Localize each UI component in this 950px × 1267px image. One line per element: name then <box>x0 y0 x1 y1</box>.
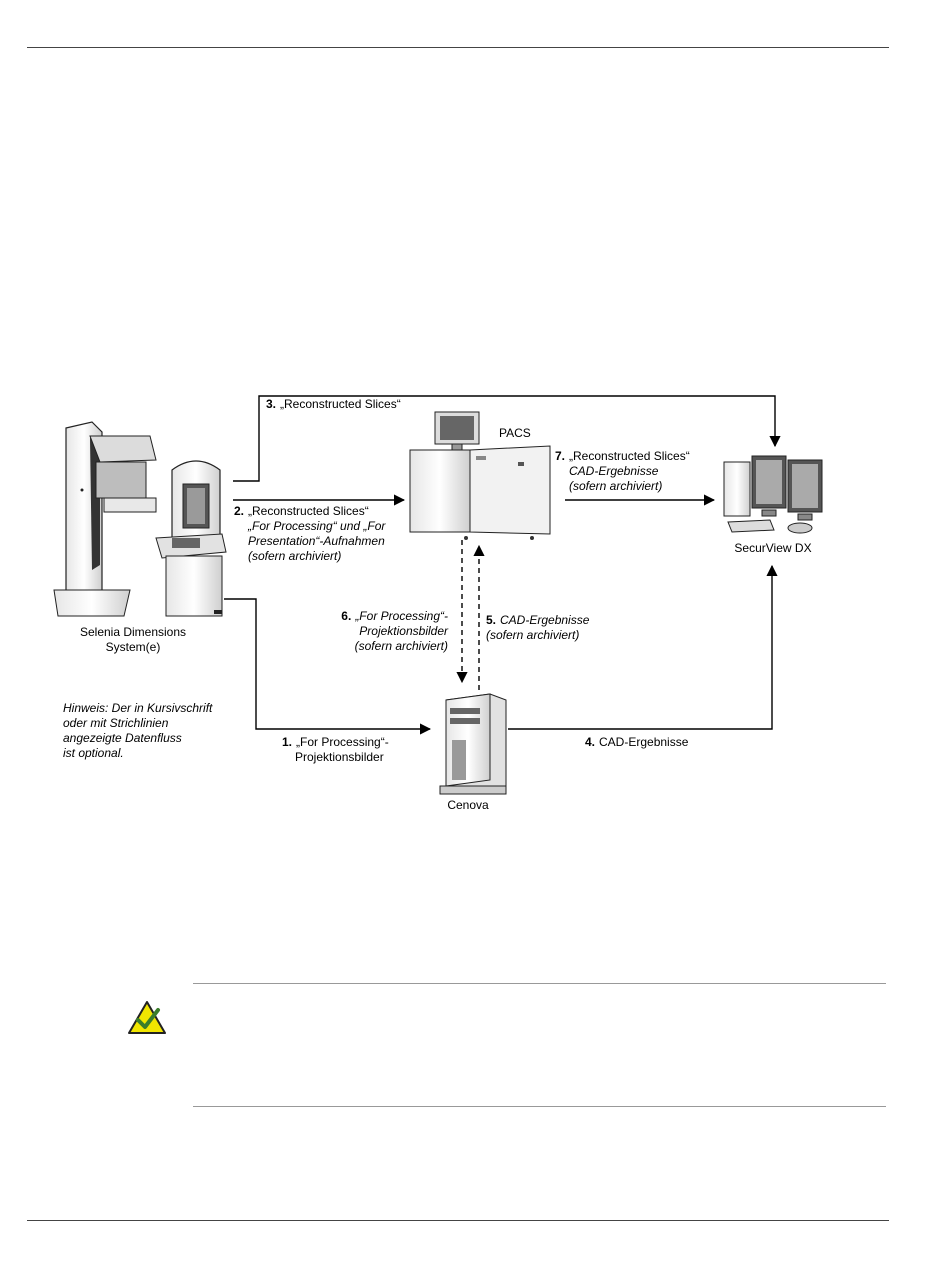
flow-4-num: 4. <box>585 735 595 749</box>
header-rule <box>27 47 889 48</box>
flow-6-line3: (sofern archiviert) <box>355 639 448 653</box>
hint-line4: ist optional. <box>63 746 124 760</box>
flow-2-line4: (sofern archiviert) <box>248 549 341 563</box>
hint-line2: oder mit Strichlinien <box>63 716 169 730</box>
flow-7-num: 7. <box>555 449 565 463</box>
pacs-label: PACS <box>499 426 531 440</box>
note-top-rule <box>193 983 886 984</box>
selenia-label-line1: Selenia Dimensions <box>80 625 186 639</box>
footer-rule <box>27 1220 889 1221</box>
flow-4-text: CAD-Ergebnisse <box>599 735 689 749</box>
pacs-server-icon <box>409 411 551 540</box>
flow-5-label: 5. CAD-Ergebnisse <box>486 613 590 627</box>
selenia-label-line2: System(e) <box>106 640 161 654</box>
flow-1-arrow <box>224 598 432 735</box>
hint-line3: angezeigte Datenfluss <box>63 731 182 745</box>
flow-1-num: 1. <box>282 735 292 749</box>
flow-2-line3: Presentation“-Aufnahmen <box>248 534 385 548</box>
flow-3-label: 3. „Reconstructed Slices“ <box>266 397 401 411</box>
selenia-dimensions-icon <box>53 421 157 617</box>
cenova-label: Cenova <box>447 798 489 812</box>
flow-6-line1: „For Processing“- <box>354 609 448 623</box>
acquisition-workstation-icon <box>155 460 227 617</box>
flow-7-label: 7. „Reconstructed Slices“ <box>555 449 690 463</box>
flow-1-line1: „For Processing“- <box>296 735 389 749</box>
flow-2-line1: „Reconstructed Slices“ <box>248 504 369 518</box>
data-flow-diagram: Selenia Dimensions System(e) PACS SecurV… <box>53 395 823 812</box>
flow-4-arrow <box>508 564 778 730</box>
securview-label: SecurView DX <box>734 541 811 555</box>
securview-workstation-icon <box>723 455 823 534</box>
flow-2-num: 2. <box>234 504 244 518</box>
flow-6-num: 6. <box>341 609 351 623</box>
flow-6-line2: Projektionsbilder <box>359 624 449 638</box>
cenova-server-icon <box>439 693 507 795</box>
flow-4-label: 4. CAD-Ergebnisse <box>585 735 689 749</box>
flow-3-arrow <box>233 395 781 482</box>
flow-3-num: 3. <box>266 397 276 411</box>
flow-2-line2: „For Processing“ und „For <box>247 519 386 533</box>
flow-1-label: 1. „For Processing“- <box>282 735 389 749</box>
hint-line1: Hinweis: Der in Kursivschrift <box>63 701 213 715</box>
flow-6-label: 6.„For Processing“- <box>341 609 448 623</box>
flow-5-line1: CAD-Ergebnisse <box>500 613 590 627</box>
flow-5-line2: (sofern archiviert) <box>486 628 579 642</box>
flow-5-num: 5. <box>486 613 496 627</box>
flow-7-line3: (sofern archiviert) <box>569 479 662 493</box>
flow-1-line2: Projektionsbilder <box>295 750 384 764</box>
flow-7-line2: CAD-Ergebnisse <box>569 464 659 478</box>
flow-7-line1: „Reconstructed Slices“ <box>569 449 690 463</box>
flow-3-text: „Reconstructed Slices“ <box>280 397 401 411</box>
checkmark-note-icon <box>128 1001 166 1034</box>
flow-2-label: 2. „Reconstructed Slices“ <box>234 504 369 518</box>
note-bottom-rule <box>193 1106 886 1107</box>
